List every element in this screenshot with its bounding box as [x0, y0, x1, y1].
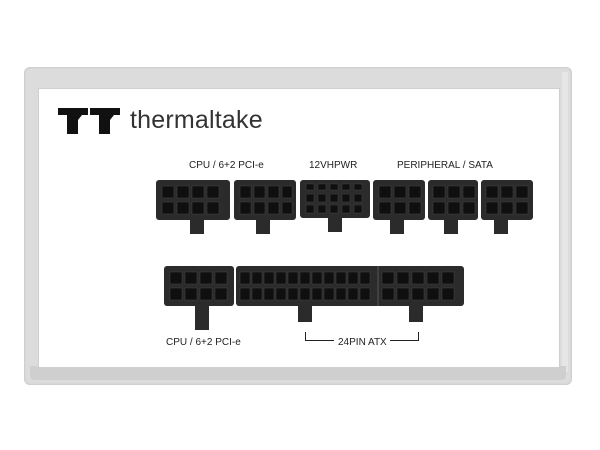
label-24pin-atx: 24PIN ATX	[338, 337, 387, 348]
connector-bottom-cpu	[164, 266, 234, 330]
bracket-24pin-left	[305, 332, 334, 341]
label-12vhpwr: 12VHPWR	[309, 160, 358, 171]
connector-top-cpu-1	[156, 180, 230, 234]
connector-top-cpu-2	[234, 180, 296, 234]
label-bottom-cpu-pcie: CPU / 6+2 PCI-e	[166, 337, 241, 348]
connector-peripheral-3	[481, 180, 533, 234]
connector-24pin-atx	[236, 266, 464, 322]
psu-panel-bottom	[30, 366, 566, 380]
brand-logo: thermaltake	[58, 106, 263, 135]
label-peripheral-sata: PERIPHERAL / SATA	[397, 160, 493, 171]
connector-12vhpwr	[300, 180, 370, 232]
label-top-cpu-pcie: CPU / 6+2 PCI-e	[189, 160, 264, 171]
connector-peripheral-1	[373, 180, 425, 234]
connector-peripheral-2	[428, 180, 478, 234]
psu-panel-side	[562, 72, 568, 372]
tt-logo-icon	[58, 107, 120, 134]
brand-name: thermaltake	[130, 106, 263, 134]
bracket-24pin-right	[390, 332, 419, 341]
